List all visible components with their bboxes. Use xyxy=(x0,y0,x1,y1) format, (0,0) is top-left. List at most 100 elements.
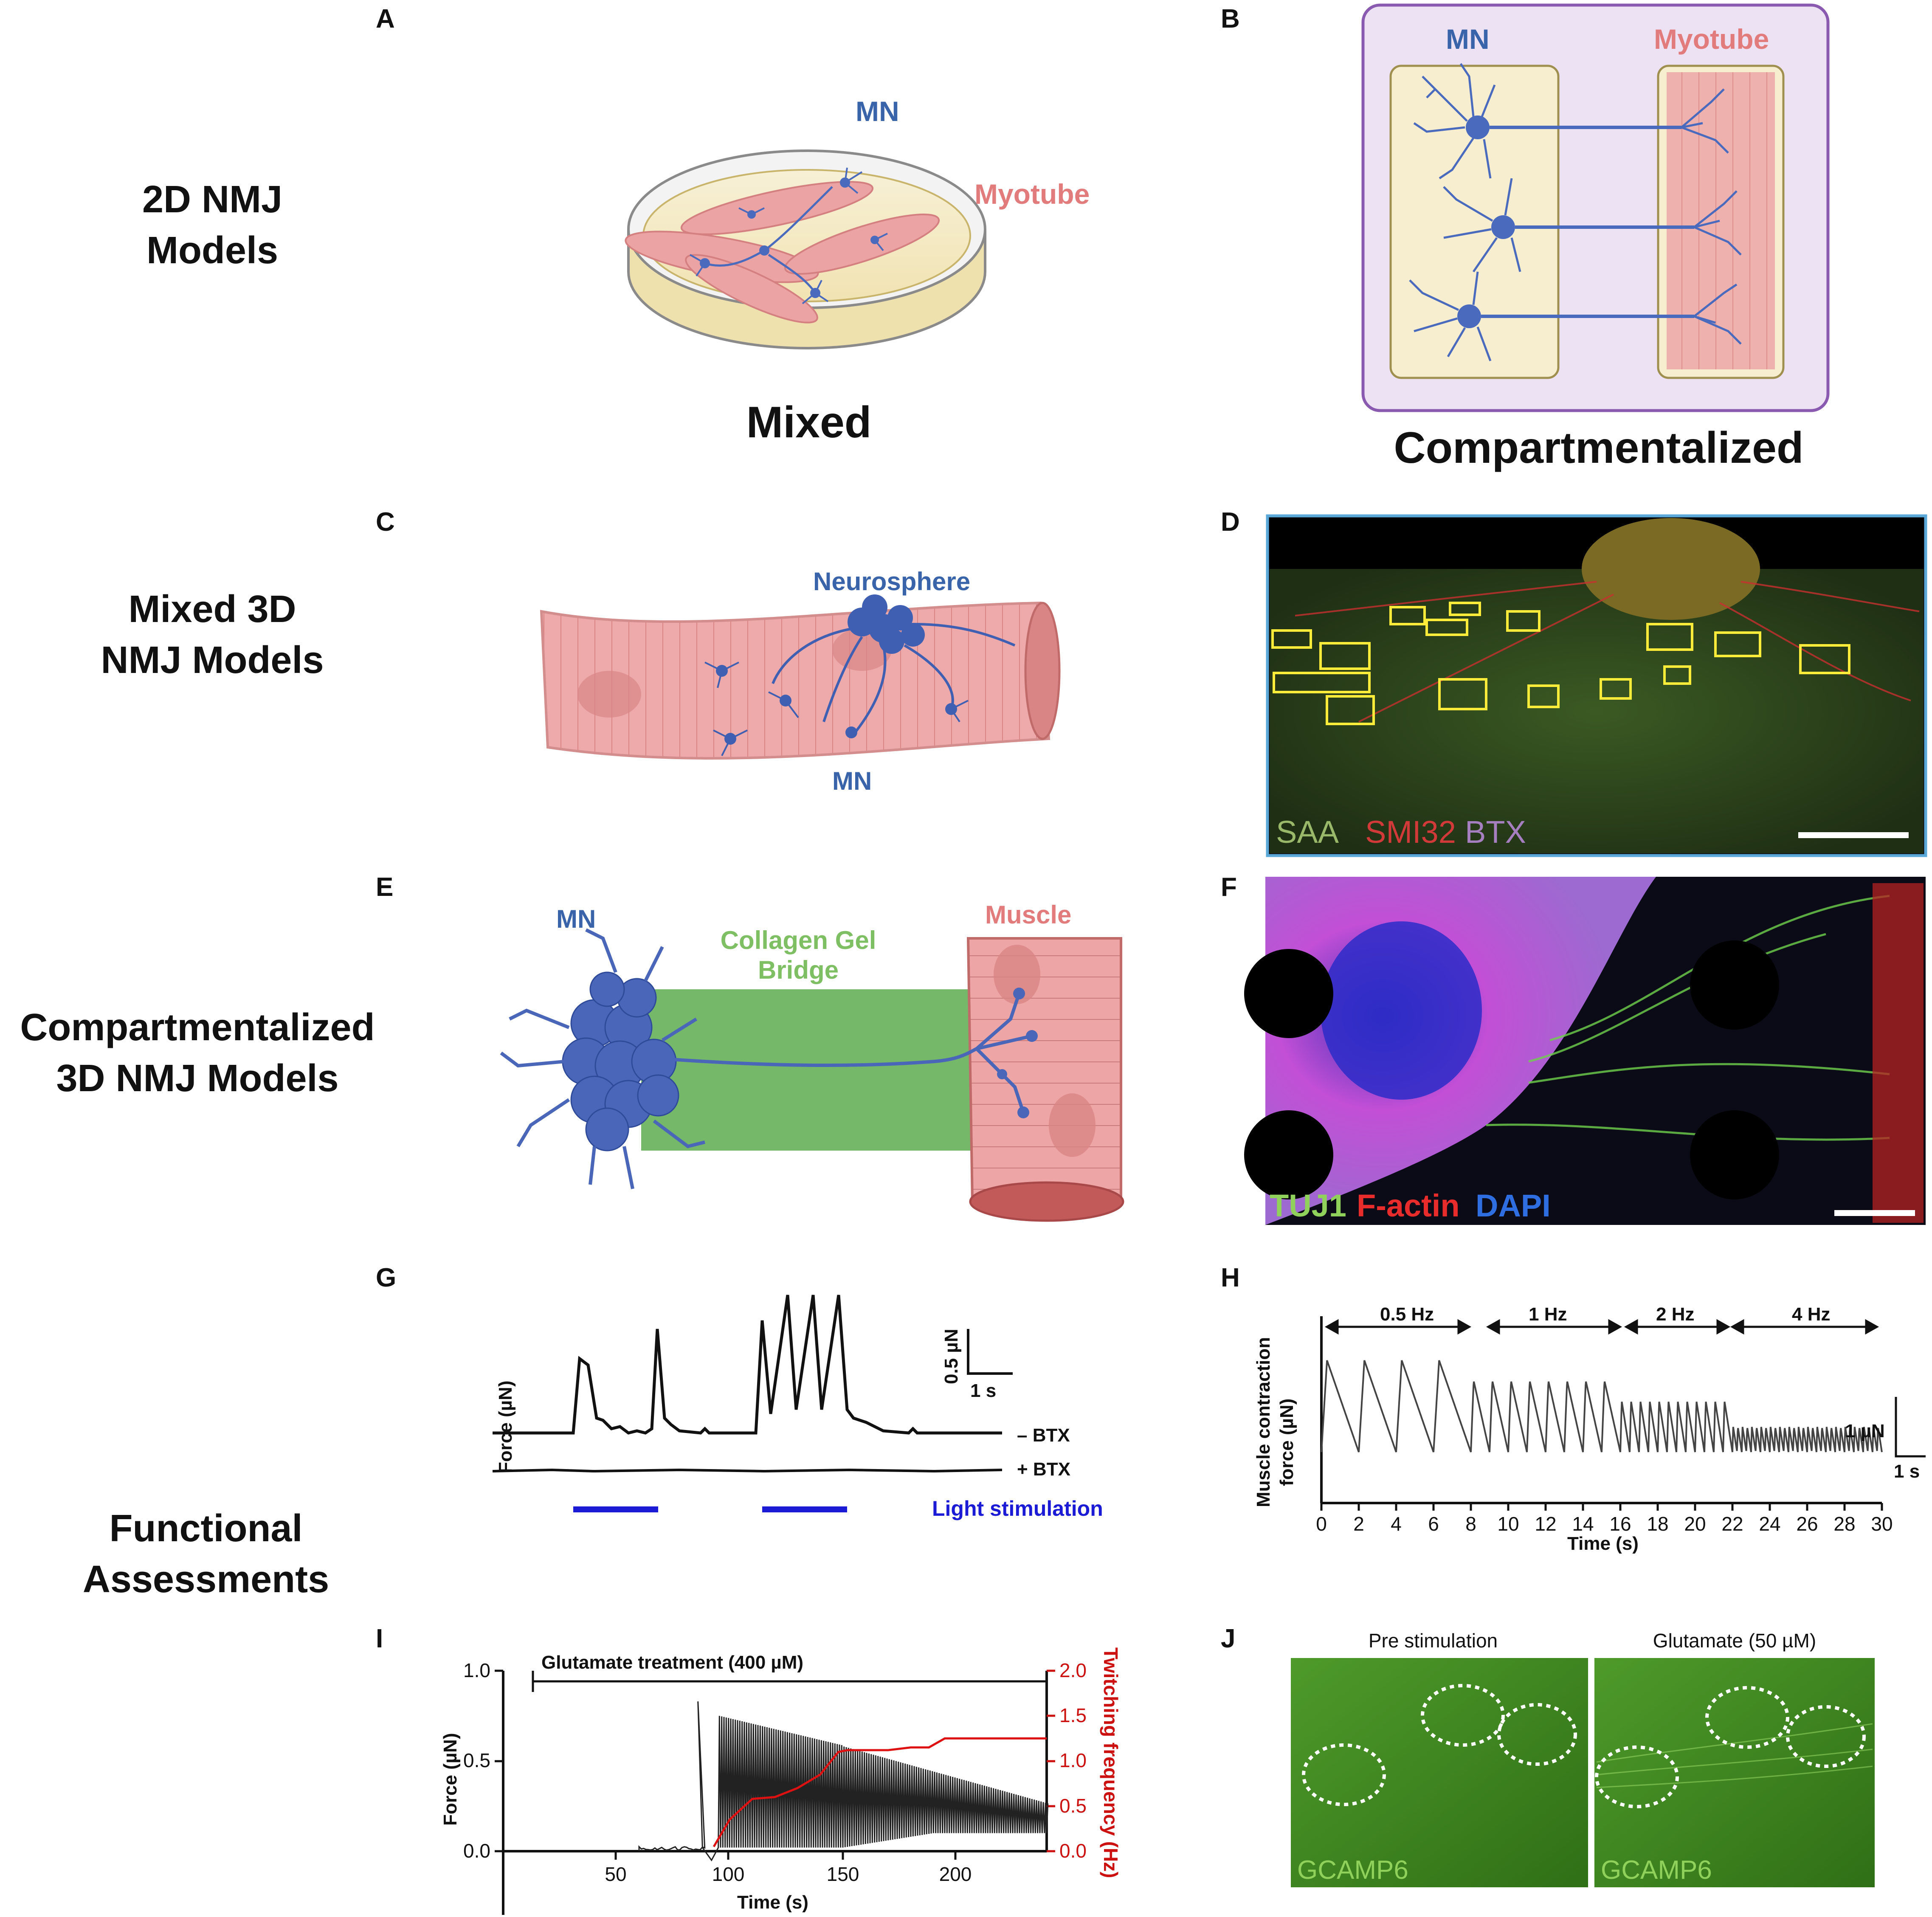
panel-i-xtick-2: 150 xyxy=(827,1863,859,1885)
panel-h-xtick-label: 0 xyxy=(1316,1513,1327,1535)
panel-i-ytick-right-2: 1.0 xyxy=(1059,1749,1087,1771)
panel-letter-e: E xyxy=(376,873,393,902)
panel-i-ytick-left-0: 0.0 xyxy=(463,1840,490,1862)
panel-g-trace-minus-btx xyxy=(493,1295,1002,1433)
panel-h-freq-4: 4 Hz xyxy=(1792,1304,1830,1325)
panel-a-caption: Mixed xyxy=(746,398,872,447)
panel-d-stain-2: SMI32 xyxy=(1365,814,1456,850)
panel-g-scale-y: 0.5 µN xyxy=(941,1329,962,1384)
panel-h-scale-x: 1 s xyxy=(1894,1461,1920,1482)
panel-f-stain-2: F-actin xyxy=(1357,1188,1460,1223)
row-label-mixed3d-line2: NMJ Models xyxy=(101,639,324,681)
panel-letter-g: G xyxy=(376,1263,396,1292)
panel-j-pre-label: Pre stimulation xyxy=(1369,1630,1498,1652)
panel-h-xticks: 024681012141618202224262830 xyxy=(1316,1503,1893,1535)
panel-b-myotube-label: Myotube xyxy=(1654,23,1769,55)
panel-g-stim-label: Light stimulation xyxy=(932,1497,1103,1520)
panel-h-contraction-trace xyxy=(1321,1360,1882,1452)
panel-h-xtick-label: 22 xyxy=(1721,1513,1743,1535)
panel-h-xtick-label: 2 xyxy=(1353,1513,1364,1535)
panel-g-trace-label-minus: – BTX xyxy=(1017,1425,1070,1446)
panel-e-mn-label: MN xyxy=(556,905,596,933)
row-label-2d-line1: 2D NMJ xyxy=(142,178,282,221)
panel-h-xtick-label: 26 xyxy=(1796,1513,1818,1535)
panel-h-freq-1: 0.5 Hz xyxy=(1380,1304,1434,1325)
panel-h-xtick-label: 24 xyxy=(1759,1513,1780,1535)
panel-i-xtick-3: 200 xyxy=(939,1863,972,1885)
panel-f-stain-3: DAPI xyxy=(1476,1188,1551,1223)
panel-h-freq-3: 2 Hz xyxy=(1656,1304,1694,1325)
row-label-2d-line2: Models xyxy=(146,229,278,272)
panel-j-gcamp-left: GCAMP6 xyxy=(1297,1855,1408,1885)
panel-i-ytick-right-0: 0.0 xyxy=(1059,1840,1087,1862)
panel-e: MN Collagen Gel Bridge Muscle xyxy=(501,901,1123,1221)
panel-g: Force (µN) 0.5 µN 1 s – BTX + BTX Light … xyxy=(493,1295,1103,1520)
panel-e-bridge-line1: Collagen Gel xyxy=(721,926,876,954)
panel-i-ytick-right-3: 1.5 xyxy=(1059,1704,1087,1726)
panel-i-ytick-left-2: 1.0 xyxy=(463,1659,490,1681)
panel-h-ylabel-line2: force (µN) xyxy=(1276,1399,1297,1486)
panel-d: SAA SMI32 BTX xyxy=(1267,516,1926,856)
row-label-functional-line2: Assessments xyxy=(83,1558,329,1601)
panel-h-scale-y: 1 µN xyxy=(1845,1421,1885,1441)
panel-b-mn-label: MN xyxy=(1446,23,1490,55)
panel-i: Glutamate treatment (400 µM) Force (µN) … xyxy=(440,1647,1122,1915)
panel-d-stain-1: SAA xyxy=(1276,814,1339,850)
panel-h-xtick-label: 18 xyxy=(1647,1513,1668,1535)
panel-a-mn-label: MN xyxy=(856,96,899,127)
panel-g-trace-label-plus: + BTX xyxy=(1017,1459,1070,1480)
panel-letter-i: I xyxy=(376,1624,383,1653)
panel-i-treatment: Glutamate treatment (400 µM) xyxy=(541,1652,803,1673)
panel-a: MN Myotube Mixed xyxy=(622,96,1090,447)
panel-letter-j: J xyxy=(1221,1624,1235,1653)
panel-i-ytick-left-1: 0.5 xyxy=(463,1749,490,1771)
panel-h-xtick-label: 12 xyxy=(1535,1513,1556,1535)
panel-j-gcamp-right: GCAMP6 xyxy=(1601,1855,1712,1885)
row-label-functional-line1: Functional xyxy=(110,1507,303,1550)
panel-c-mn-label: MN xyxy=(832,767,872,795)
panel-h-xtick-label: 14 xyxy=(1572,1513,1594,1535)
panel-letter-c: C xyxy=(376,507,395,537)
panel-h-xlabel: Time (s) xyxy=(1567,1533,1639,1554)
panel-c: Neurosphere MN xyxy=(541,567,1059,795)
panel-b-caption: Compartmentalized xyxy=(1394,423,1803,473)
panel-h-ylabel-line1: Muscle contraction xyxy=(1253,1337,1274,1507)
row-label-mixed3d-line1: Mixed 3D xyxy=(128,588,296,631)
panel-letter-f: F xyxy=(1221,873,1237,902)
panel-f-stain-1: TUJ1 xyxy=(1270,1188,1346,1223)
panel-letter-b: B xyxy=(1221,4,1240,34)
panel-h-xtick-label: 8 xyxy=(1465,1513,1476,1535)
panel-b: MN Myotube Compartmentalized xyxy=(1363,5,1828,473)
panel-h-xtick-label: 16 xyxy=(1609,1513,1631,1535)
panel-c-neurosphere-label: Neurosphere xyxy=(813,567,970,596)
panel-h-xtick-label: 10 xyxy=(1497,1513,1519,1535)
panel-j-glu-label: Glutamate (50 µM) xyxy=(1653,1630,1816,1652)
panel-e-muscle-label: Muscle xyxy=(985,901,1071,929)
panel-letter-a: A xyxy=(376,4,395,34)
panel-h-freq-2: 1 Hz xyxy=(1529,1304,1567,1325)
panel-g-ylabel: Force (µN) xyxy=(495,1381,516,1473)
panel-i-ylabel-left: Force (µN) xyxy=(440,1733,461,1826)
panel-h: 024681012141618202224262830 0.5 Hz 1 Hz … xyxy=(1253,1304,1926,1554)
panel-d-stain-3: BTX xyxy=(1465,814,1526,850)
panel-i-ytick-right-4: 2.0 xyxy=(1059,1659,1087,1681)
panel-i-ylabel-right: Twitching frequency (Hz) xyxy=(1100,1647,1122,1878)
panel-letter-h: H xyxy=(1221,1263,1240,1292)
panel-j: Pre stimulation Glutamate (50 µM) GCAMP6… xyxy=(1291,1630,1875,1887)
panel-g-trace-plus-btx xyxy=(493,1470,1002,1471)
panel-i-ytick-right-1: 0.5 xyxy=(1059,1795,1087,1817)
panel-h-xtick-label: 28 xyxy=(1833,1513,1855,1535)
panel-h-xtick-label: 30 xyxy=(1871,1513,1893,1535)
panel-i-xtick-1: 100 xyxy=(712,1863,745,1885)
panel-h-xtick-label: 6 xyxy=(1428,1513,1439,1535)
panel-f: TUJ1 F-actin DAPI xyxy=(1244,877,1926,1225)
row-label-comp3d-line1: Compartmentalized xyxy=(20,1006,375,1049)
panel-g-scale-x: 1 s xyxy=(970,1380,996,1401)
panel-e-bridge-line2: Bridge xyxy=(758,956,839,984)
panel-i-force-trace xyxy=(639,1701,1048,1860)
row-label-comp3d-line2: 3D NMJ Models xyxy=(56,1057,338,1100)
panel-h-xtick-label: 4 xyxy=(1391,1513,1402,1535)
panel-i-xtick-0: 50 xyxy=(605,1863,626,1885)
